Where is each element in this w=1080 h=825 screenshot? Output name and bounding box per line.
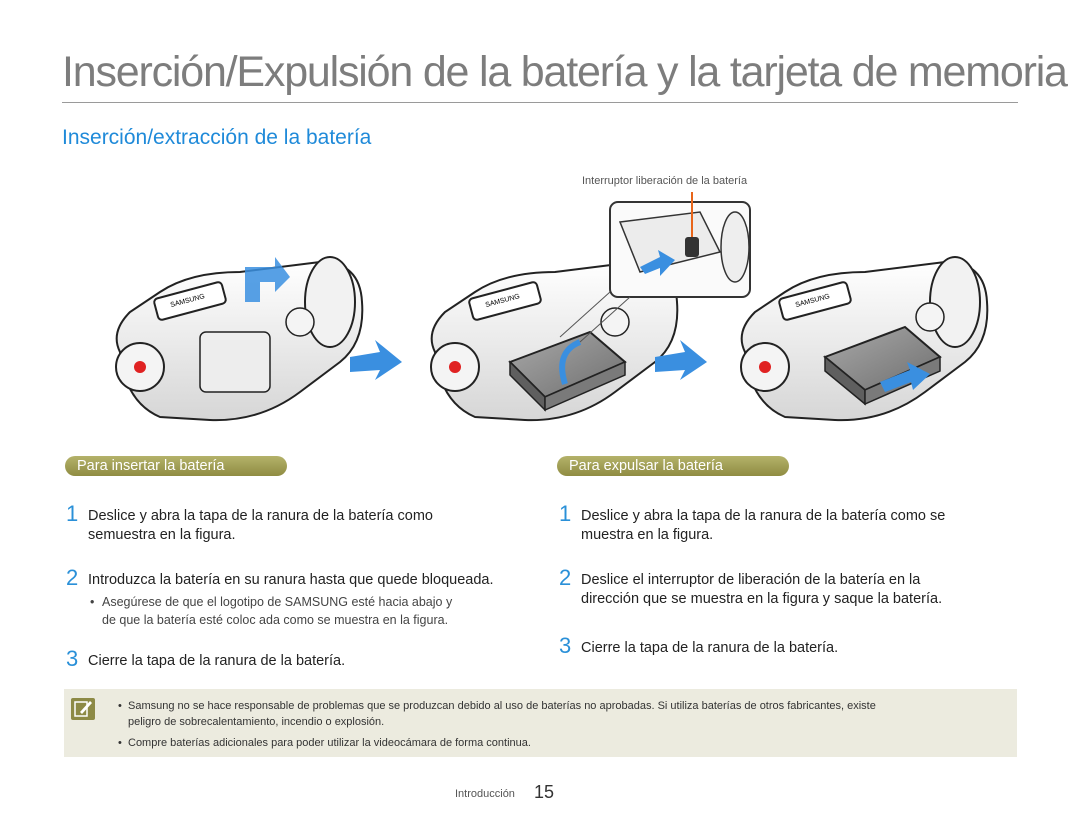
- footer-section: Introducción: [455, 788, 515, 800]
- step-text: dirección que se muestra en la figura y …: [581, 591, 943, 607]
- title-divider: [62, 102, 1018, 103]
- insert-bullet: Asegúrese de que el logotipo de SAMSUNG …: [90, 593, 532, 629]
- note-text: Compre baterías adicionales para poder u…: [128, 737, 531, 749]
- note-bullet-2: Compre baterías adicionales para poder u…: [118, 735, 1008, 751]
- eject-step-1: 1 Deslice y abra la tapa de la ranura de…: [559, 503, 1011, 545]
- eject-heading: Para expulsar la batería: [557, 456, 789, 476]
- note-bullet-1: Samsung no se hace responsable de proble…: [118, 698, 1008, 730]
- step-text: Deslice y abra la tapa de la ranura de l…: [581, 508, 946, 524]
- step-number: 3: [559, 633, 572, 658]
- insert-step-1: 1 Deslice y abra la tapa de la ranura de…: [66, 503, 528, 545]
- eject-step-2: 2 Deslice el interruptor de liberación d…: [559, 567, 1011, 609]
- step-text: Deslice el interruptor de liberación de …: [581, 572, 921, 588]
- bullet-text: Asegúrese de que el logotipo de SAMSUNG …: [102, 595, 453, 609]
- camcorder-1: SAMSUNG: [115, 256, 364, 422]
- camcorder-3: SAMSUNG: [740, 256, 989, 422]
- step-number: 2: [559, 565, 572, 590]
- step-text: Introduzca la batería en su ranura hasta…: [88, 572, 494, 588]
- step-text: semuestra en la figura.: [88, 527, 236, 543]
- battery-illustration: SAMSUNG SAMSUNG SAMSUNG: [115, 192, 989, 422]
- release-switch-callout: Interruptor liberación de la batería: [582, 175, 748, 187]
- insert-step-3: 3 Cierre la tapa de la ranura de la bate…: [66, 648, 528, 671]
- step-number: 1: [66, 501, 79, 526]
- bullet-text: de que la batería esté coloc ada como se…: [102, 613, 449, 627]
- step-number: 2: [66, 565, 79, 590]
- step-number: 3: [66, 646, 79, 671]
- insert-step-2: 2 Introduzca la batería en su ranura has…: [66, 567, 538, 590]
- section-title: Inserción/extracción de la batería: [62, 126, 372, 149]
- note-text: peligro de sobrecalentamiento, incendio …: [128, 716, 385, 728]
- step-text: Cierre la tapa de la ranura de la baterí…: [88, 653, 346, 669]
- arrow-right-2: [655, 340, 707, 380]
- note-icon: [71, 698, 95, 720]
- insert-heading: Para insertar la batería: [65, 456, 287, 476]
- page-number: 15: [534, 782, 555, 802]
- page-title: Inserción/Expulsión de la batería y la t…: [62, 48, 1068, 96]
- step-number: 1: [559, 501, 572, 526]
- step-text: muestra en la figura.: [581, 527, 714, 543]
- step-text: Cierre la tapa de la ranura de la baterí…: [581, 640, 839, 656]
- eject-step-3: 3 Cierre la tapa de la ranura de la bate…: [559, 635, 1011, 658]
- step-text: Deslice y abra la tapa de la ranura de l…: [88, 508, 433, 524]
- release-switch-inset: [559, 192, 751, 343]
- arrow-right-1: [350, 340, 402, 380]
- camcorder-2: SAMSUNG: [430, 260, 679, 422]
- note-text: Samsung no se hace responsable de proble…: [128, 700, 876, 712]
